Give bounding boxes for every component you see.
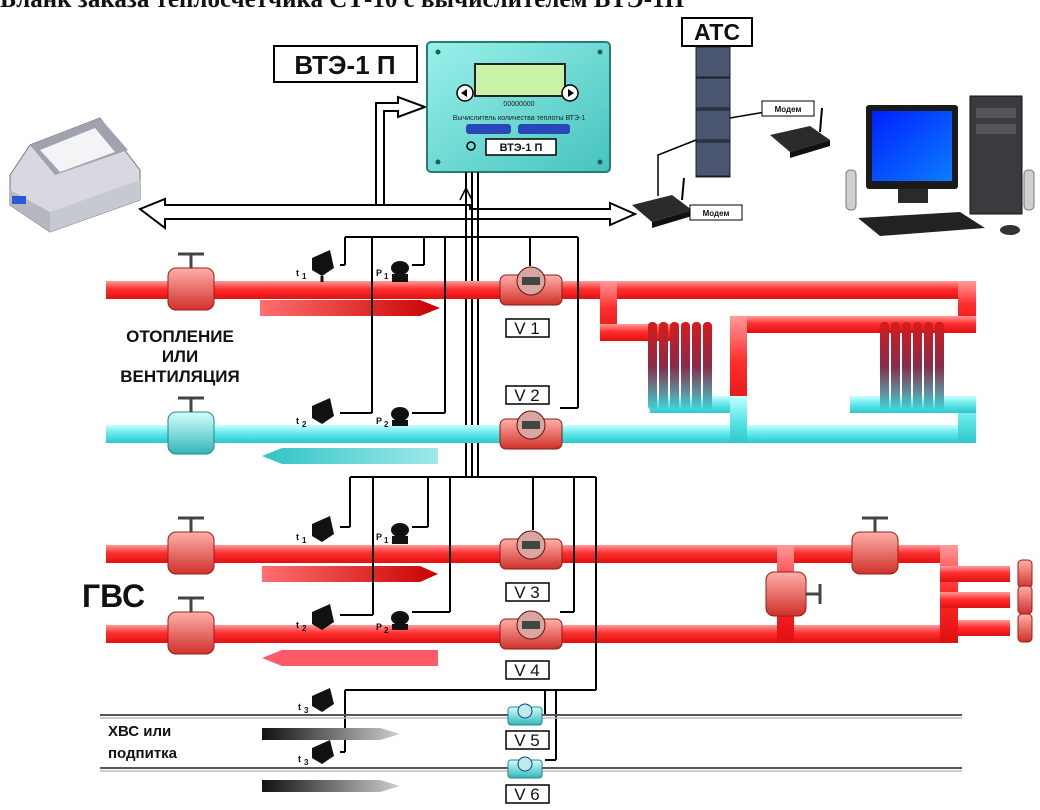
cold-water-label-line2: подпитка [108,745,178,762]
heating-label-line1: ОТОПЛЕНИЕ [126,327,234,346]
sensor-t1-label: t [296,268,299,278]
computer-icon [845,95,1035,236]
svg-text:1: 1 [302,536,307,545]
printer-icon [9,117,141,233]
flowmeter-label-v5: V 5 [505,730,550,750]
flowmeter-v6 [507,756,543,779]
hot-water-circulation-valve [765,571,822,617]
flowmeter-label-v6: V 6 [505,784,550,804]
modem-upper: Модем [761,100,830,158]
sensor-cw-t1: t 3 [298,688,334,715]
cold-water-arrow-2 [262,780,400,792]
svg-text:V 1: V 1 [514,319,540,338]
hot-water-circuit [106,516,1033,666]
document-title: Бланк заказа теплосчетчика СТ-10 с вычис… [0,0,684,14]
heating-return-valve [167,396,215,455]
calculator-panel-label: ВТЭ-1 П [500,142,543,154]
svg-text:1: 1 [302,272,307,281]
cold-water-circuit [100,703,962,792]
svg-text:V 5: V 5 [514,731,540,750]
heating-label-line2: ИЛИ [162,347,198,366]
sensor-cw-t1-label: t [298,702,301,712]
phone-lines [657,111,766,196]
svg-text:2: 2 [302,624,307,633]
sensor-p2-label: P [376,416,382,426]
flowmeter-v2 [499,410,563,450]
hot-water-return-valve [167,596,215,655]
ats-box: АТС [681,17,753,47]
flowmeter-v3 [499,530,563,570]
svg-text:2: 2 [302,420,307,429]
flowmeter-label-v1: V 1 [505,318,550,338]
sensor-p1: P 1 [376,261,409,282]
sensor-t2-label: t [296,416,299,426]
heating-wiring [340,236,579,414]
calculator-panel-text: Вычислитель количества теплоты ВТЭ-1 [453,115,586,122]
sensor-hw-t1: t 1 [296,516,334,545]
svg-text:2: 2 [384,420,389,429]
svg-text:3: 3 [304,758,309,767]
hot-water-return-arrow [262,650,438,666]
svg-text:2: 2 [384,626,389,635]
sensor-hw-p1: P 1 [376,523,409,545]
svg-text:3: 3 [304,706,309,715]
calculator-label: ВТЭ-1 П [294,50,395,80]
flowmeter-v4 [499,610,563,650]
svg-text:1: 1 [384,272,389,281]
heating-circuit [106,252,976,464]
sensor-p1-label: P [376,268,382,278]
flowmeter-v5 [507,703,543,726]
flowmeter-label-v2: V 2 [505,385,550,405]
sensor-t2: t 2 [296,398,334,429]
svg-text:1: 1 [384,536,389,545]
calculator-unit: 00000000 Вычислитель количества теплоты … [426,41,611,173]
calculator-display-digits: 00000000 [503,101,534,108]
ats-label: АТС [694,19,740,45]
sensor-cw-t2-label: t [298,754,301,764]
manufacturer-logo-left [466,124,511,134]
sensor-t1: t 1 [296,250,334,282]
sensor-hw-t2: t 2 [296,604,334,633]
cold-water-label-line1: ХВС или [108,723,171,740]
ats-tower [695,46,731,178]
modem-lower: Модем [632,177,743,228]
svg-text:V 6: V 6 [514,785,540,804]
hot-water-upper-right-valve [851,516,899,575]
heating-supply-arrow [260,300,440,316]
svg-text:V 3: V 3 [514,583,540,602]
sensor-hw-t2-label: t [296,620,299,630]
modem-upper-label: Модем [775,105,802,114]
sensor-hw-p1-label: P [376,532,382,542]
sensor-hw-t1-label: t [296,532,299,542]
settings-icon [466,141,476,151]
hot-water-supply-arrow [262,566,438,582]
heating-return-arrow [262,448,438,464]
radiator-right [880,322,944,410]
manufacturer-logo-right [518,124,570,134]
flowmeter-label-v4: V 4 [505,660,550,680]
calculator-label-box: ВТЭ-1 П [273,45,418,83]
calculator-display [474,63,566,97]
heating-label-line3: ВЕНТИЛЯЦИЯ [120,367,240,386]
hot-water-supply-valve [167,516,215,575]
data-bus [137,95,638,231]
sensor-hw-p2-label: P [376,622,382,632]
svg-text:V 2: V 2 [514,386,540,405]
sensor-hw-p2: P 2 [376,611,409,635]
cold-water-arrow-1 [262,728,400,740]
heating-supply-valve [167,252,215,311]
flowmeter-label-v3: V 3 [505,582,550,602]
svg-text:V 4: V 4 [514,661,540,680]
modem-lower-label: Модем [703,209,730,218]
sensor-cw-t2: t 3 [298,740,334,767]
sensor-p2: P 2 [376,407,409,429]
hot-water-taps [1017,559,1033,643]
hot-water-wiring [340,476,597,761]
radiator-left [648,322,712,410]
flowmeter-v1 [499,266,563,306]
hot-water-label: ГВС [82,578,145,614]
